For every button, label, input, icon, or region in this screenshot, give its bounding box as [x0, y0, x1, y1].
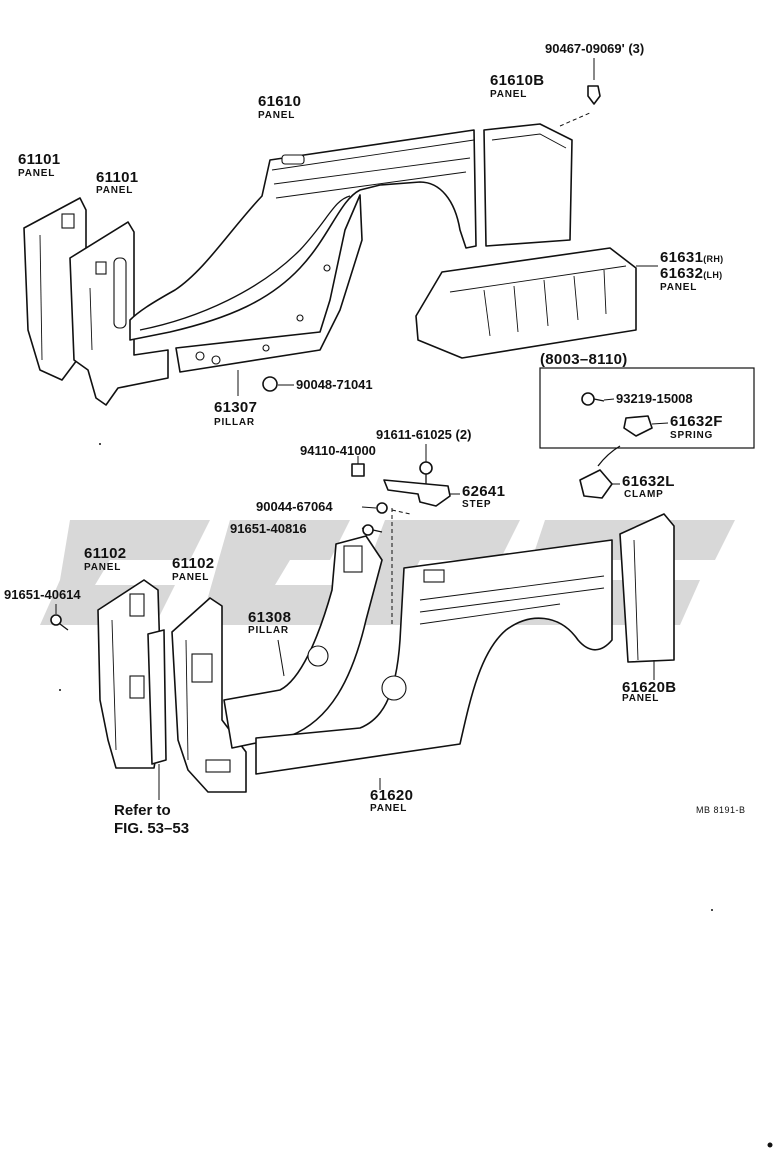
- part-number-61101-left: 61101: [18, 151, 61, 168]
- bolt-91611: [419, 444, 433, 484]
- side-61632: (LH): [703, 270, 723, 280]
- part-number-90044: 90044-67064: [256, 499, 333, 514]
- part-number-61610: 61610: [258, 93, 302, 110]
- part-name-61102-left: PANEL: [84, 562, 122, 573]
- part-number-61307: 61307: [214, 399, 258, 416]
- part-name-61308: PILLAR: [248, 625, 289, 636]
- part-number-90467: 90467-09069: [545, 41, 622, 56]
- pillar-61308: [223, 535, 383, 749]
- nut-94110: [351, 456, 365, 477]
- trim-strip: [147, 629, 167, 800]
- panel-61101-right: [69, 221, 169, 406]
- label-91611: 91611-61025 (2): [376, 428, 471, 441]
- part-number-94110: 94110-41000: [300, 443, 376, 458]
- part-name-61102-right: PANEL: [172, 572, 210, 583]
- part-name-61632f: SPRING: [670, 430, 714, 441]
- label-90467: 90467-09069' (3): [545, 41, 645, 56]
- panel-61610b: [483, 111, 593, 247]
- option-box: [539, 367, 755, 449]
- part-number-91651-40614: 91651-40614: [4, 587, 81, 602]
- grommet-90048: [237, 370, 294, 396]
- part-number-61620b: 61620B: [622, 679, 677, 696]
- panel-61102-right: [171, 597, 247, 793]
- part-name-61620b: PANEL: [622, 693, 660, 704]
- part-name-61610: PANEL: [258, 110, 296, 121]
- part-number-61308: 61308: [248, 609, 292, 626]
- part-number-62641: 62641: [462, 483, 506, 500]
- quantity-91611: (2): [455, 427, 472, 442]
- part-number-61102-left: 61102: [84, 545, 127, 562]
- clip-90467: [587, 58, 601, 105]
- clamp-61632l: [579, 445, 621, 499]
- part-name-61307: PILLAR: [214, 417, 255, 428]
- step-62641: [383, 479, 460, 507]
- part-number-61632f: 61632F: [670, 413, 723, 430]
- part-name-62641: STEP: [462, 499, 492, 510]
- part-name-61101-left: PANEL: [18, 168, 56, 179]
- part-number-61620: 61620: [370, 787, 414, 804]
- part-number-91611: 91611-61025: [376, 427, 452, 442]
- part-name-61632: PANEL: [660, 282, 698, 293]
- part-name-61101-right: PANEL: [96, 185, 134, 196]
- bolt-93219: [581, 392, 615, 406]
- part-number-61101-right: 61101: [96, 169, 139, 186]
- bolt-91651-40816: [361, 524, 383, 536]
- part-number-61631: 61631: [660, 249, 704, 266]
- panel-61631: [415, 247, 658, 359]
- part-number-93219: 93219-15008: [616, 391, 693, 406]
- part-name-61632l: CLAMP: [624, 489, 664, 500]
- quantity-90467: (3): [628, 41, 645, 56]
- reference-note: Refer to FIG. 53–53: [114, 802, 189, 838]
- part-number-90048: 90048-71041: [296, 377, 373, 392]
- panel-61620b: [619, 513, 675, 680]
- reference-line-1: Refer to: [114, 802, 171, 819]
- date-range: (8003–8110): [540, 351, 628, 368]
- label-61632: 61632(LH): [660, 266, 722, 281]
- part-number-91651-40816: 91651-40816: [230, 521, 307, 536]
- panel-61620: [255, 539, 613, 790]
- part-name-61620: PANEL: [370, 803, 408, 814]
- grommet-90044: [361, 502, 388, 514]
- scan-specks: [59, 443, 773, 1148]
- panel-61102-left: [97, 579, 163, 769]
- part-number-61610b: 61610B: [490, 72, 545, 89]
- bolt-91651-40614: [50, 604, 69, 631]
- pillar-61307: [175, 194, 363, 373]
- part-number-61632: 61632: [660, 265, 704, 282]
- side-61631: (RH): [703, 254, 724, 264]
- part-name-61610b: PANEL: [490, 89, 528, 100]
- panel-61610: [129, 129, 477, 341]
- figure-code: MB 8191-B: [696, 805, 746, 815]
- spring-61632f: [623, 415, 669, 437]
- panel-61101-left: [23, 197, 87, 381]
- label-61631: 61631(RH): [660, 250, 723, 265]
- reference-line-2: FIG. 53–53: [114, 820, 190, 837]
- part-number-61102-right: 61102: [172, 555, 215, 572]
- part-number-61632l: 61632L: [622, 473, 675, 490]
